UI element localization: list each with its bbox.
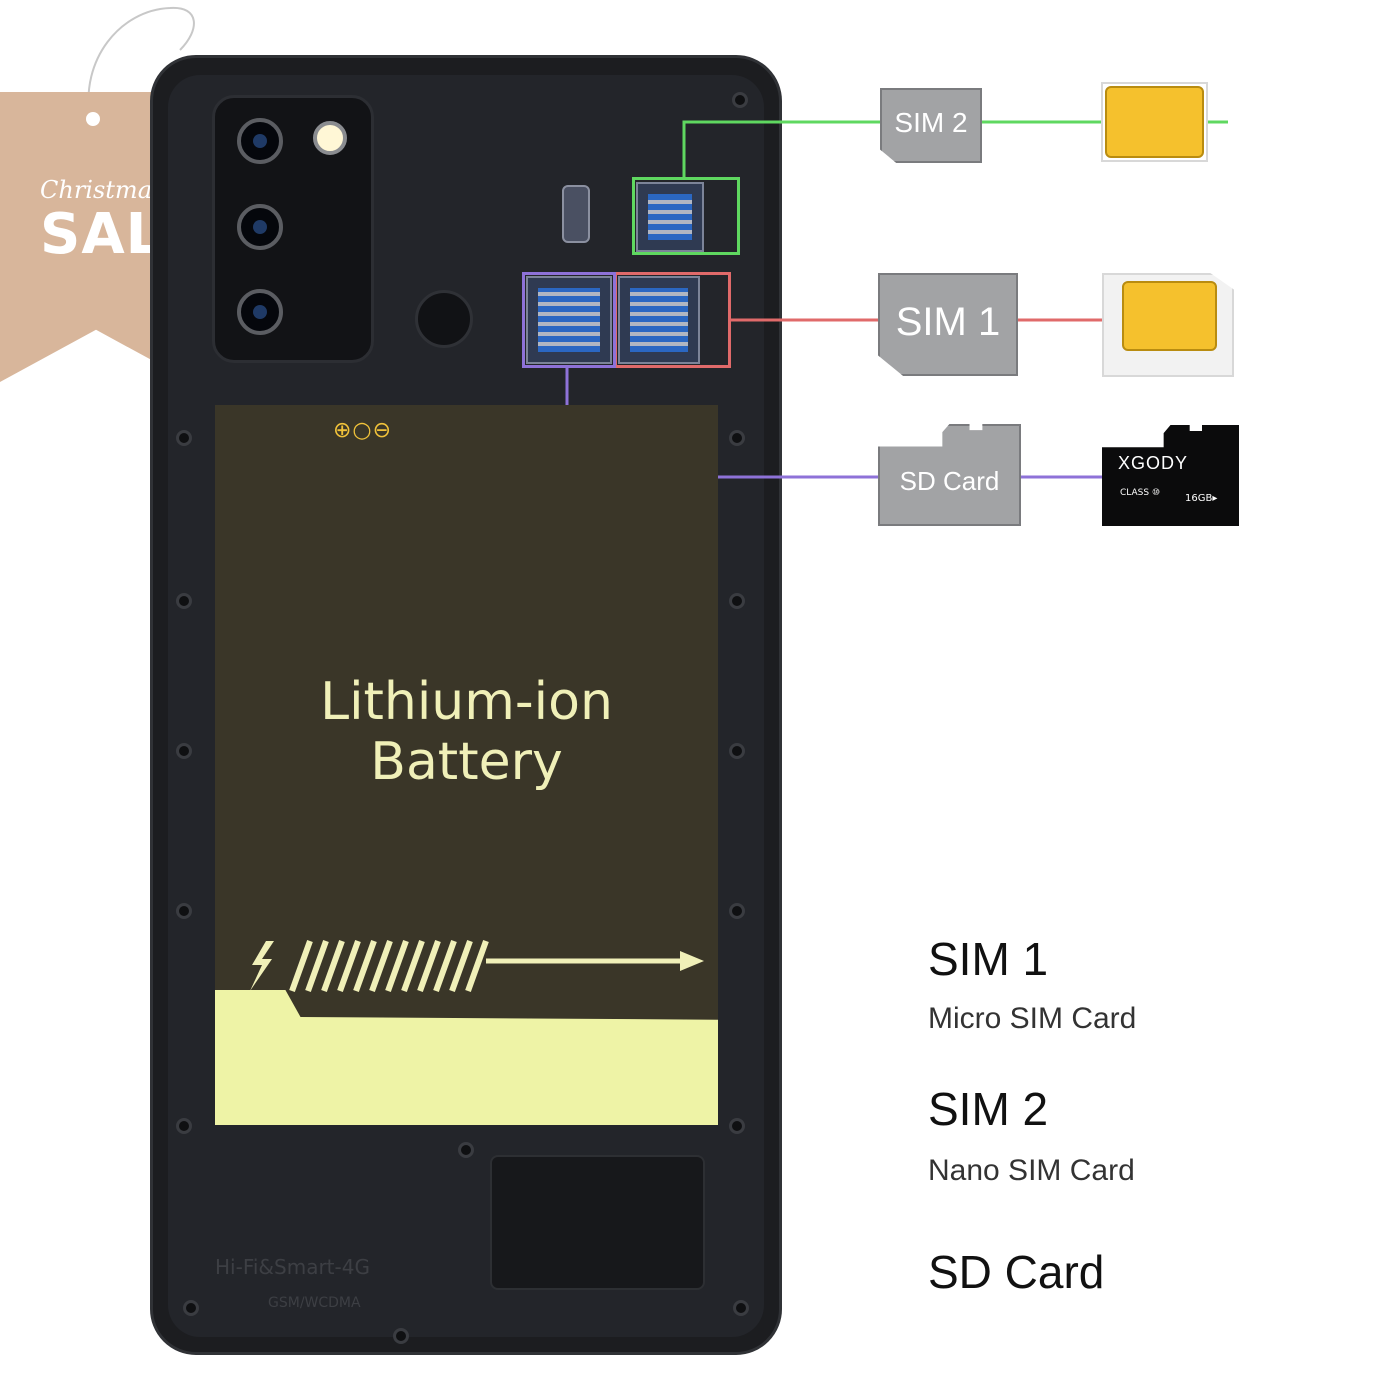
legend-sim2-subtitle: Nano SIM Card xyxy=(928,1154,1135,1187)
sim2-highlight-box xyxy=(632,177,740,255)
screw xyxy=(729,430,745,446)
charging-arrow-icon xyxy=(250,939,704,993)
sd-card-capacity: 16GB▸ xyxy=(1185,493,1218,504)
tag-christmas-text: Christmas xyxy=(40,176,165,204)
camera-lens-middle xyxy=(237,204,283,250)
screw xyxy=(183,1300,199,1316)
connector xyxy=(562,185,590,243)
camera-lens-bottom xyxy=(237,289,283,335)
tag-string xyxy=(87,6,195,119)
screw xyxy=(458,1142,474,1158)
fingerprint-sensor xyxy=(415,290,473,348)
screw xyxy=(176,430,192,446)
tag-hole xyxy=(86,112,100,126)
legend-sim1-subtitle: Micro SIM Card xyxy=(928,1002,1137,1035)
sim2-card-shape xyxy=(880,88,982,163)
screw xyxy=(729,593,745,609)
phone-model-marking: Hi-Fi&Smart-4G xyxy=(215,1255,370,1279)
sd-card-brand: XGODY xyxy=(1118,453,1189,473)
camera-lens-top xyxy=(237,118,283,164)
screw xyxy=(729,903,745,919)
battery xyxy=(215,405,718,1125)
screw xyxy=(732,92,748,108)
battery-label-line2: Battery xyxy=(370,732,563,792)
screw xyxy=(176,1118,192,1134)
sim2-shape-label: SIM 2 xyxy=(894,107,968,138)
battery-polarity-symbols: ⊕○⊖ xyxy=(333,418,393,443)
sd-card-class: CLASS ⑩ xyxy=(1120,488,1161,498)
legend-sd-title: SD Card xyxy=(928,1246,1105,1298)
screw xyxy=(393,1328,409,1344)
battery-label-line1: Lithium-ion xyxy=(320,672,613,732)
sim1-shape-label: SIM 1 xyxy=(895,300,1001,344)
camera-flash xyxy=(313,121,347,155)
screw xyxy=(176,593,192,609)
phone-network-marking: GSM/WCDMA xyxy=(268,1295,361,1311)
sim1-slot xyxy=(618,276,700,364)
battery-label: Lithium-ion Battery xyxy=(215,672,718,792)
screw xyxy=(733,1300,749,1316)
sim2-slot xyxy=(636,182,704,252)
sim-chip-icon xyxy=(1105,86,1204,158)
screw xyxy=(729,1118,745,1134)
legend-sim2-title: SIM 2 xyxy=(928,1083,1049,1135)
legend-sim1-title: SIM 1 xyxy=(928,933,1049,985)
screw xyxy=(176,743,192,759)
sim1-card-shape xyxy=(878,273,1018,376)
sd-slot xyxy=(526,276,612,364)
sim-chip-icon xyxy=(1122,281,1217,351)
sd-shape-label: SD Card xyxy=(899,466,1000,496)
screw xyxy=(176,903,192,919)
sd-highlight-box xyxy=(522,272,616,368)
screw xyxy=(729,743,745,759)
speaker-panel xyxy=(490,1155,705,1290)
